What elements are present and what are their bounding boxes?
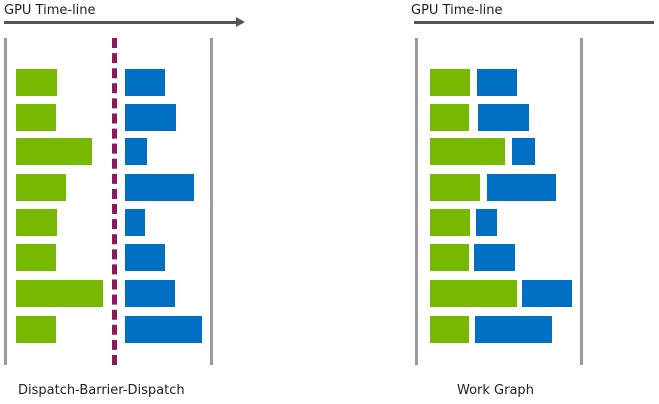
green-bar (16, 244, 56, 271)
arrow-right-icon (236, 17, 245, 27)
green-bar (16, 280, 103, 307)
green-bar (16, 104, 56, 131)
blue-bar (477, 69, 517, 96)
green-bar (430, 174, 480, 201)
dbd-timeline-title: GPU Time-line (4, 3, 96, 18)
blue-bar (474, 244, 515, 271)
green-bar (16, 316, 56, 343)
green-bar (430, 209, 470, 236)
green-bar (430, 69, 470, 96)
blue-bar (512, 138, 535, 165)
wg-timeline-arrow-line (414, 21, 654, 24)
blue-bar (125, 174, 194, 201)
dbd-timeline-arrow-line (4, 21, 237, 24)
green-bar (16, 209, 57, 236)
blue-bar (125, 209, 145, 236)
blue-bar (475, 316, 552, 343)
green-bar (430, 316, 469, 343)
dbd-start-boundary (4, 38, 7, 365)
dbd-caption: Dispatch-Barrier-Dispatch (18, 383, 185, 398)
blue-bar (125, 104, 176, 131)
blue-bar (522, 280, 572, 307)
barrier-dashed-line (112, 38, 117, 365)
wg-timeline-title: GPU Time-line (411, 3, 503, 18)
green-bar (16, 69, 57, 96)
green-bar (16, 174, 66, 201)
green-bar (430, 104, 469, 131)
green-bar (430, 280, 517, 307)
blue-bar (125, 138, 147, 165)
blue-bar (478, 104, 529, 131)
blue-bar (487, 174, 556, 201)
green-bar (430, 138, 505, 165)
dbd-end-boundary (210, 38, 213, 365)
blue-bar (125, 69, 165, 96)
wg-end-boundary (580, 38, 583, 365)
blue-bar (476, 209, 497, 236)
wg-start-boundary (415, 38, 418, 365)
wg-caption: Work Graph (457, 383, 534, 398)
blue-bar (125, 244, 165, 271)
green-bar (430, 244, 469, 271)
blue-bar (125, 280, 175, 307)
blue-bar (125, 316, 202, 343)
green-bar (16, 138, 92, 165)
